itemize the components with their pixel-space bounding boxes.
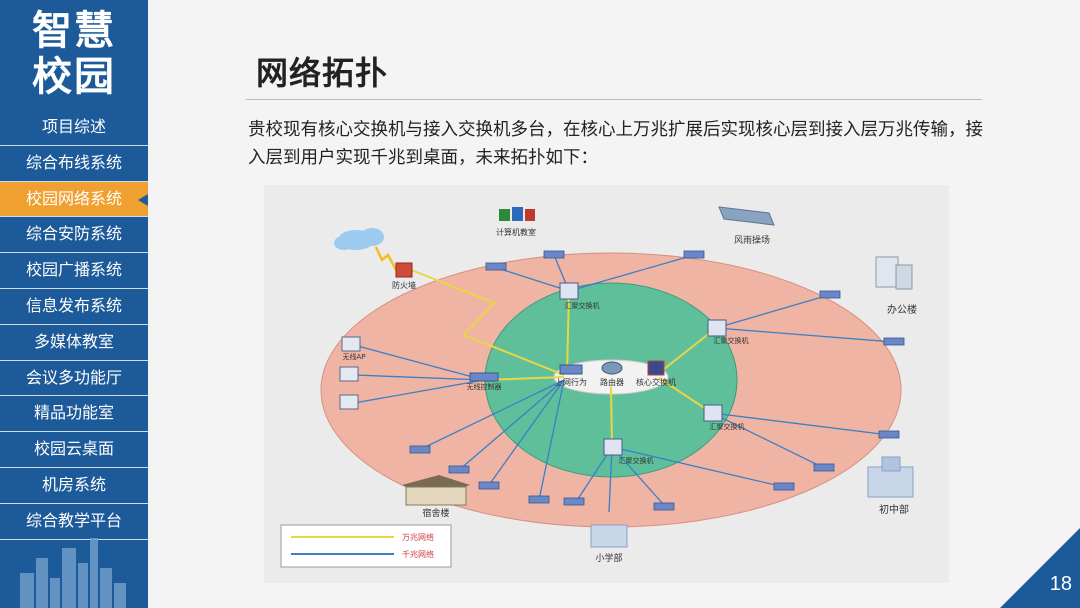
playground-icon (718, 206, 775, 226)
label-agg-right1: 汇聚交换机 (714, 336, 749, 345)
legend: 万兆网络 千兆网络 (280, 524, 452, 568)
sidebar-item-teaching-platform[interactable]: 综合教学平台 (0, 504, 148, 540)
sidebar-item-cabling[interactable]: 综合布线系统 (0, 146, 148, 182)
label-router: 路由器 (600, 377, 624, 387)
sidebar-item-multimedia[interactable]: 多媒体教室 (0, 325, 148, 361)
wireless-controller-icon (469, 372, 499, 382)
network-topology-diagram: 防火墙 计算机教室 风雨操场 办公楼 初中部 小学部 (264, 185, 949, 583)
page-title: 网络拓扑 (256, 54, 389, 92)
router-icon (601, 361, 623, 375)
label-firewall: 防火墙 (392, 280, 416, 290)
access-switch-icons (409, 250, 905, 511)
label-core-switch: 核心交换机 (636, 377, 676, 387)
label-wireless-controller: 无线控制器 (467, 382, 502, 391)
label-playground: 风雨操场 (734, 234, 770, 246)
legend-1g: 千兆网络 (402, 549, 434, 559)
title-divider (246, 99, 982, 100)
label-primary: 小学部 (595, 552, 622, 564)
cloud-icon (334, 228, 384, 250)
city-skyline-icon (20, 538, 126, 608)
legend-10g: 万兆网络 (402, 532, 434, 542)
sidebar-item-function-room[interactable]: 精品功能室 (0, 396, 148, 433)
sidebar-menu: 项目综述 综合布线系统 校园网络系统 综合安防系统 校园广播系统 信息发布系统 … (0, 110, 148, 540)
sidebar-item-machine-room[interactable]: 机房系统 (0, 468, 148, 504)
behavior-device-icon (559, 364, 583, 375)
aggregation-switch-icons (559, 282, 727, 456)
label-behavior: 上网行为 (555, 377, 587, 387)
label-computer-room: 计算机教室 (496, 227, 536, 237)
label-agg-right2: 汇聚交换机 (710, 422, 745, 431)
sidebar-item-conference[interactable]: 会议多功能厅 (0, 361, 148, 397)
page-description: 贵校现有核心交换机与接入交换机多台，在核心上万兆扩展后实现核心层到接入层万兆传输… (248, 120, 983, 168)
sidebar-item-security[interactable]: 综合安防系统 (0, 217, 148, 254)
office-building-icon (875, 256, 913, 290)
computer-room-icon (499, 207, 535, 221)
dorm-house-icon (402, 475, 470, 506)
core-switch-icon (647, 360, 665, 376)
primary-school-icon (590, 524, 628, 548)
label-agg-bottom: 汇聚交换机 (619, 456, 654, 465)
logo-line1: 智慧 (32, 8, 116, 54)
logo-line2: 校园 (32, 54, 116, 100)
junior-school-icon (867, 456, 914, 498)
wireless-ap-icons (339, 336, 361, 410)
label-office: 办公楼 (887, 303, 917, 316)
sidebar-item-cloud-desktop[interactable]: 校园云桌面 (0, 432, 148, 468)
sidebar-item-info-release[interactable]: 信息发布系统 (0, 289, 148, 325)
label-wireless-ap: 无线AP (342, 352, 365, 361)
sidebar: 智慧 校园 项目综述 综合布线系统 校园网络系统 综合安防系统 校园广播系统 信… (0, 0, 148, 608)
page-number-corner (1000, 528, 1080, 608)
label-junior: 初中部 (879, 503, 909, 516)
sidebar-item-overview[interactable]: 项目综述 (0, 110, 148, 146)
firewall-icon (395, 262, 413, 278)
sidebar-item-broadcast[interactable]: 校园广播系统 (0, 253, 148, 289)
label-dorm: 宿舍楼 (422, 507, 449, 519)
label-agg-top: 汇聚交换机 (565, 301, 600, 310)
sidebar-item-network[interactable]: 校园网络系统 (0, 181, 148, 218)
page-number: 18 (1049, 573, 1072, 595)
logo: 智慧 校园 (0, 0, 148, 108)
